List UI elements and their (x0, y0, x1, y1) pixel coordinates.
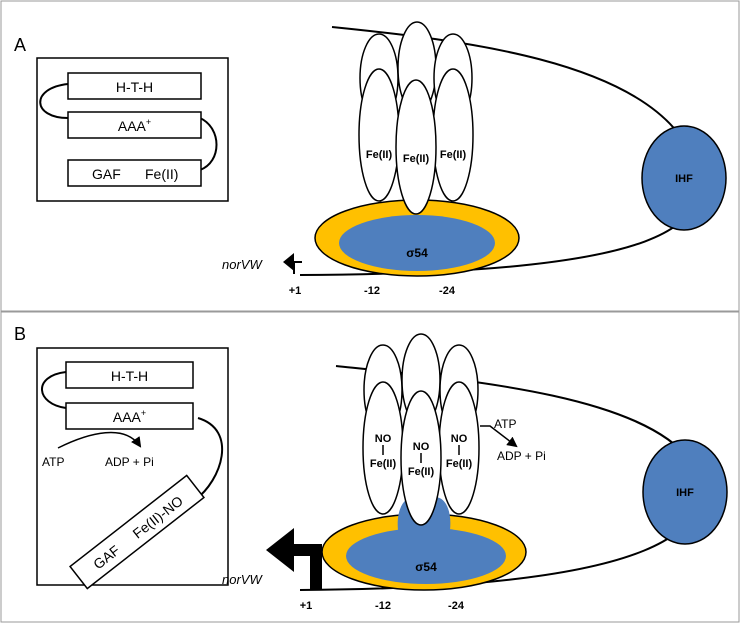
pos-minus24-b: -24 (448, 600, 465, 612)
fe-label-2-b: Fe(II) (408, 466, 435, 478)
atp-label-hexamer-b: ATP (494, 417, 516, 431)
norr-subunit-front-1 (358, 68, 400, 202)
aaa-text: AAA (118, 118, 147, 134)
sigma54-label-b: σ54 (415, 560, 437, 574)
linker-left-b (41, 371, 67, 409)
ihf-label-a: IHF (675, 173, 693, 185)
norr-subunit-front-3 (432, 68, 474, 202)
gaf-label: GAF (92, 166, 121, 182)
atp-arrow-b (57, 431, 142, 449)
panel-b-letter: B (14, 324, 26, 344)
no-label-3-b: NO (451, 433, 468, 445)
adp-label-b: ADP + Pi (105, 455, 154, 469)
sigma54-label-a: σ54 (406, 246, 428, 260)
ihf-a (641, 125, 727, 231)
no-label-1-b: NO (375, 433, 392, 445)
fe-label-1-b: Fe(II) (370, 458, 397, 470)
panel-a-letter: A (14, 35, 26, 55)
no-label-2-b: NO (413, 441, 430, 453)
linker-right (199, 117, 218, 171)
ihf-label-b: IHF (676, 487, 694, 499)
adp-label-hexamer-b: ADP + Pi (497, 449, 546, 463)
sigma54-a (339, 215, 495, 271)
aaa-domain-b (65, 402, 194, 430)
hth-label: H-T-H (116, 79, 153, 95)
sigma54-b (346, 528, 506, 584)
hth-domain (67, 72, 202, 100)
aaa-label-b: AAA+ (113, 408, 146, 425)
tss-arrow-icon-b (266, 528, 322, 590)
pos-minus12-a: -12 (364, 285, 380, 297)
ihf-b (642, 439, 728, 545)
domain-inset-b: H-T-H AAA+ ATP ADP + Pi GAF Fe(II)-NO (36, 347, 229, 590)
norr-subunit-front-2 (395, 79, 437, 215)
gene-label-a: norVW (222, 257, 263, 272)
aaa-label: AAA+ (118, 117, 151, 134)
fe-subunit-label-2: Fe(II) (403, 153, 430, 165)
aaa-superscript: + (146, 117, 151, 127)
hth-domain-b (65, 361, 194, 389)
panel-b: B H-T-H AAA+ ATP ADP + Pi GAF Fe(II)-NO (0, 311, 740, 623)
fe-label-3-b: Fe(II) (446, 458, 473, 470)
atp-arrow-hexamer-b (480, 425, 518, 448)
pos-minus12-b: -12 (375, 600, 391, 612)
aaa-superscript-b: + (141, 408, 146, 418)
linker-right-b (194, 417, 224, 501)
pos-minus24-a: -24 (439, 285, 456, 297)
fe-subunit-label-3: Fe(II) (440, 149, 467, 161)
atp-label-b: ATP (42, 455, 64, 469)
pos-plus1-a: +1 (289, 285, 302, 297)
gene-label-b: norVW (222, 572, 263, 587)
domain-inset-a: H-T-H AAA+ GAF Fe(II) (36, 57, 229, 202)
aaa-domain (67, 111, 202, 139)
tss-arrow-icon-a (283, 253, 294, 271)
aaa-text-b: AAA (113, 409, 142, 425)
linker-left (39, 83, 69, 119)
pos-plus1-b: +1 (300, 600, 313, 612)
fe-subunit-label-1: Fe(II) (366, 149, 393, 161)
gaf-domain (67, 159, 202, 187)
panel-a: A H-T-H AAA+ GAF Fe(II) σ54 Fe(II) Fe( (0, 0, 740, 312)
fe-label: Fe(II) (145, 166, 178, 182)
gaf-box-frame (69, 474, 205, 590)
hth-label-b: H-T-H (111, 368, 148, 384)
